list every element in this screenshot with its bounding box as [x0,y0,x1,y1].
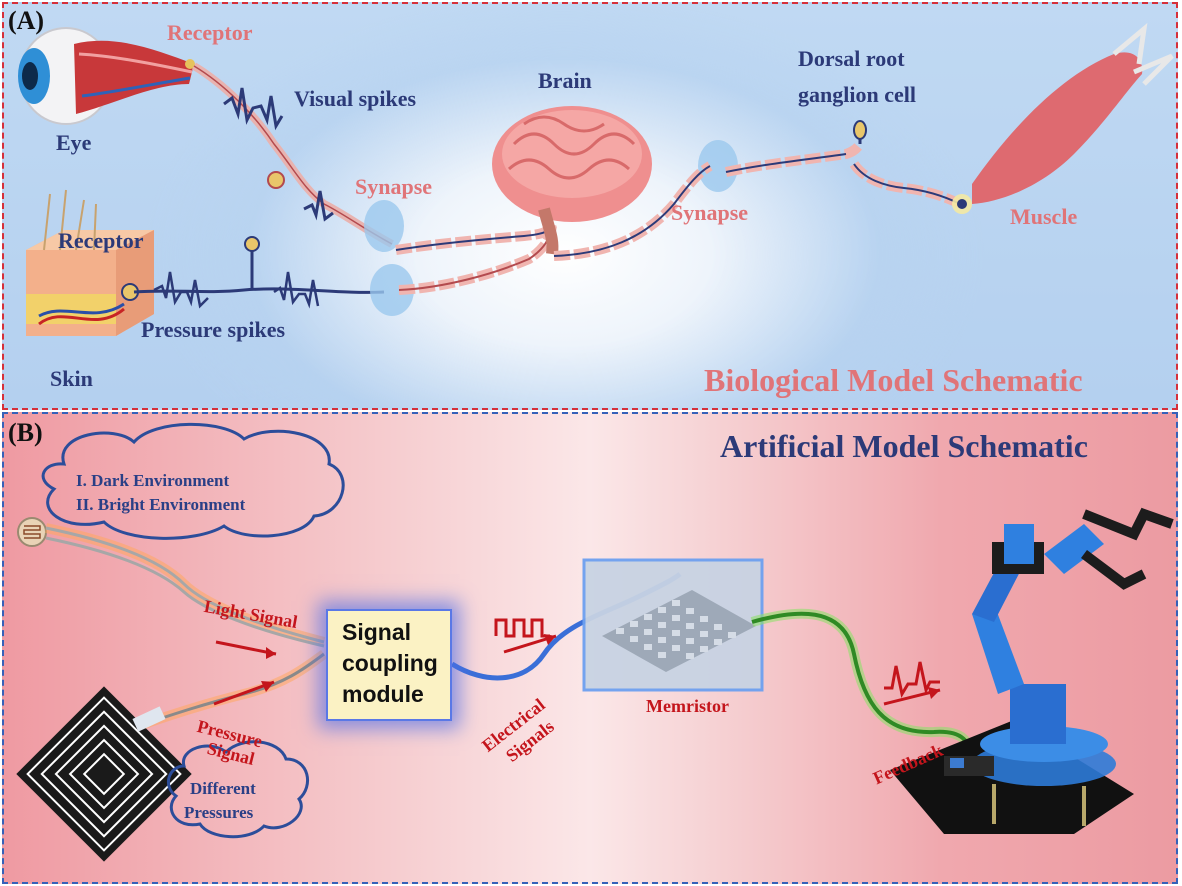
cloud-top-line2: II. Bright Environment [76,495,246,514]
label-eye: Eye [56,130,92,155]
synapse-glow-upper [364,200,404,252]
signal-coupling-module: Signal coupling module [326,609,452,721]
label-receptor-skin: Receptor [58,228,144,253]
label-brain: Brain [538,68,592,93]
feedback-arrow-head [928,687,940,699]
electrical-arrow-head [544,634,556,645]
label-dorsal-root-1: Dorsal root [798,46,905,71]
label-memristor: Memristor [646,696,729,716]
panel-b-artificial: (B) Artificial Model Schematic I. Dark E… [2,412,1178,884]
ascending-axons [395,221,557,295]
panel-a-tag: (A) [8,6,45,35]
panel-a-biological: (A) Receptor Visual spikes Eye Brain Dor… [2,2,1178,410]
skin-illustration [26,189,154,336]
robot-arm [890,507,1174,834]
panel-b-title: Artificial Model Schematic [720,428,1088,464]
synapse-glow-right [698,140,738,192]
panel-b-tag: (B) [8,418,43,447]
memristor-array [582,558,764,692]
label-visual-spikes: Visual spikes [294,86,417,111]
pressure-nerve [133,236,385,309]
feedback-spike-icon [884,661,940,699]
pressure-arrow-head [261,681,274,692]
muscle-illustration [972,22,1174,205]
label-pressure-spikes: Pressure spikes [141,317,286,342]
cloud-bottom-line1: Different [190,779,256,798]
pressure-sensor [16,649,327,862]
visual-nerve [191,62,394,248]
label-dorsal-root-2: ganglion cell [798,82,916,107]
label-skin: Skin [50,366,93,391]
square-pulse-icon [494,618,550,638]
label-muscle: Muscle [1010,204,1078,229]
synapse-glow-lower [370,264,414,316]
cloud-top-line1: I. Dark Environment [76,471,230,490]
cable-to-robot [751,611,972,755]
label-synapse-right: Synapse [671,200,749,225]
cloud-bottom-line2: Pressures [184,803,254,822]
label-synapse-left: Synapse [355,174,433,199]
cloud-top-shape [41,422,345,540]
descending-axon [553,120,972,261]
panel-b-illustration [16,422,1174,862]
label-receptor-eye: Receptor [167,20,253,45]
brain-illustration [492,106,652,255]
panel-a-title: Biological Model Schematic [704,362,1083,398]
light-arrow-head [266,647,276,659]
eye-illustration [18,27,195,125]
light-sensor [17,517,326,648]
panel-a-illustration [18,22,1174,336]
cloud-bottom-shape [166,740,309,839]
